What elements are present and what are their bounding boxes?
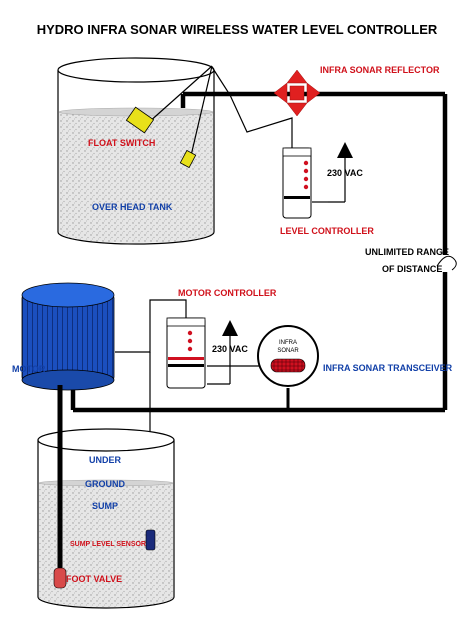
over-head-tank-label: OVER HEAD TANK	[92, 202, 173, 212]
foot-valve-icon	[53, 567, 67, 589]
infra-sonar-transceiver-label: INFRA SONAR TRANSCEIVER	[323, 363, 453, 373]
sump-label: SUMP	[92, 501, 118, 511]
transceiver-text-line1: INFRA	[279, 340, 297, 346]
transceiver-text-line2: SONAR	[277, 348, 299, 354]
underground-sump	[37, 428, 175, 609]
diagram-title: HYDRO INFRA SONAR WIRELESS WATER LEVEL C…	[37, 22, 438, 37]
float-switch	[125, 65, 213, 169]
ground-label: GROUND	[85, 479, 125, 489]
level-controller	[282, 142, 353, 219]
motor	[21, 282, 115, 391]
sump-level-sensor-icon	[145, 529, 156, 551]
infra-sonar-reflector-label: INFRA SONAR REFLECTOR	[320, 65, 440, 75]
of-distance-label: OF DISTANCE	[382, 264, 442, 274]
reflector-arrows-icon	[273, 69, 321, 117]
unlimited-range-label: UNLIMITED RANGE	[365, 247, 449, 257]
voltage-label-top: 230 VAC	[327, 168, 363, 178]
ac-supply-arrow-icon	[337, 142, 353, 158]
motor-label: MOTOR	[12, 364, 46, 374]
ac-supply-arrow-icon	[222, 320, 238, 336]
float-switch-label: FLOAT SWITCH	[88, 138, 155, 148]
range-break-icon	[436, 255, 457, 271]
sump-level-sensor-label: SUMP LEVEL SENSOR	[70, 541, 146, 548]
foot-valve-label: FOOT VALVE	[66, 574, 122, 584]
voltage-label-bottom: 230 VAC	[212, 344, 248, 354]
over-head-tank	[57, 57, 215, 245]
motor-controller-label: MOTOR CONTROLLER	[178, 288, 277, 298]
motor-controller	[166, 317, 238, 389]
under-label: UNDER	[89, 455, 122, 465]
level-controller-label: LEVEL CONTROLLER	[280, 226, 374, 236]
infra-sonar-transceiver	[257, 325, 319, 387]
